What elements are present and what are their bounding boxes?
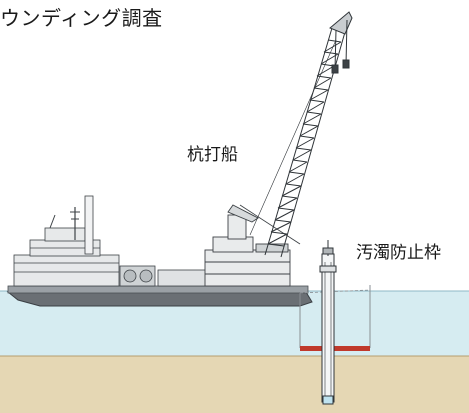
silt-fence-label: 汚濁防止枠 <box>356 243 441 263</box>
barge-superstructure <box>13 227 235 287</box>
pile-tip <box>322 395 334 405</box>
diagram-title: ウンディング調査 <box>0 6 163 30</box>
exhaust-stack <box>84 195 94 255</box>
seabed-area <box>0 356 469 413</box>
pile-driving-barge-label: 杭打船 <box>187 145 238 165</box>
barge-hull <box>6 291 313 307</box>
barge-deck <box>7 285 309 294</box>
crane-machinery <box>204 204 301 287</box>
silt-fence-frame <box>299 285 371 351</box>
silt-fence-bottom-bar <box>300 346 370 351</box>
crane-boom <box>249 11 353 258</box>
pile-casing <box>319 240 337 405</box>
